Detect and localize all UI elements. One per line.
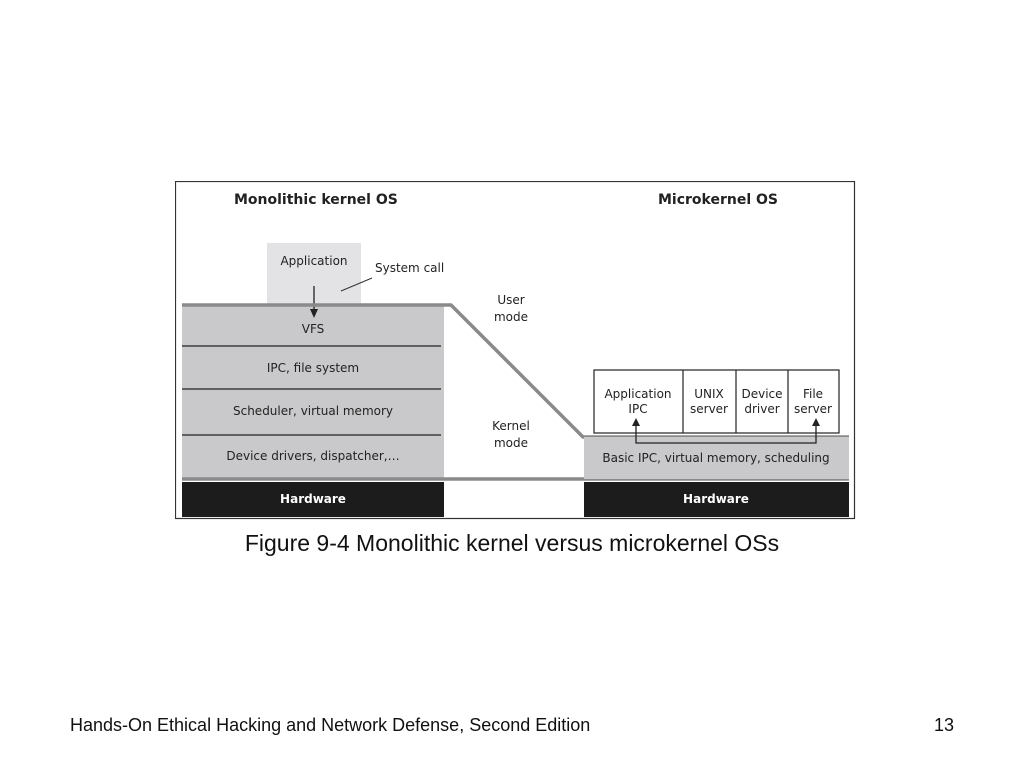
monolithic-hardware-label: Hardware — [280, 492, 346, 506]
microkernel-hardware-bar — [584, 482, 849, 517]
page-number: 13 — [933, 715, 954, 735]
system-call-label: System call — [375, 261, 444, 275]
figure-caption: Figure 9-4 Monolithic kernel versus micr… — [244, 530, 780, 556]
microkernel-hardware-label: Hardware — [683, 492, 749, 506]
server-application-ipc-line1: Application — [604, 387, 671, 401]
ipc-bracket — [635, 424, 817, 444]
kernel-mode-label-2: mode — [494, 436, 528, 450]
ipc-arrowhead-left — [632, 418, 640, 426]
server-file-line1: File — [803, 387, 823, 401]
monolithic-title: Monolithic kernel OS — [234, 192, 398, 208]
layer-vfs: VFS — [302, 322, 325, 336]
server-unix-line1: UNIX — [694, 387, 724, 401]
monolithic-kernel-block — [182, 305, 444, 479]
microkernel-block — [584, 437, 849, 479]
ipc-arrowhead-right — [812, 418, 820, 426]
user-mode-label-2: mode — [494, 310, 528, 324]
kernel-mode-label-1: Kernel — [492, 419, 530, 433]
user-mode-label-1: User — [497, 293, 524, 307]
kernel-comparison-diagram: Monolithic kernel OS Microkernel OS Appl… — [175, 181, 856, 520]
layer-scheduler: Scheduler, virtual memory — [233, 404, 393, 418]
system-call-pointer — [340, 277, 373, 292]
footer-title: Hands-On Ethical Hacking and Network Def… — [70, 715, 591, 735]
layer-device-drivers: Device drivers, dispatcher,… — [226, 449, 399, 463]
server-unix-line2: server — [690, 402, 728, 416]
monolithic-hardware-bar — [182, 482, 444, 517]
layer-ipc-file-system: IPC, file system — [267, 361, 359, 375]
microkernel-title: Microkernel OS — [658, 192, 778, 208]
server-device-driver-line2: driver — [744, 402, 779, 416]
server-file-line2: server — [794, 402, 832, 416]
server-device-driver-line1: Device — [741, 387, 782, 401]
system-call-arrowhead — [310, 309, 318, 318]
microkernel-label: Basic IPC, virtual memory, scheduling — [602, 451, 829, 465]
application-label: Application — [280, 254, 347, 268]
server-application-ipc-line2: IPC — [628, 402, 647, 416]
